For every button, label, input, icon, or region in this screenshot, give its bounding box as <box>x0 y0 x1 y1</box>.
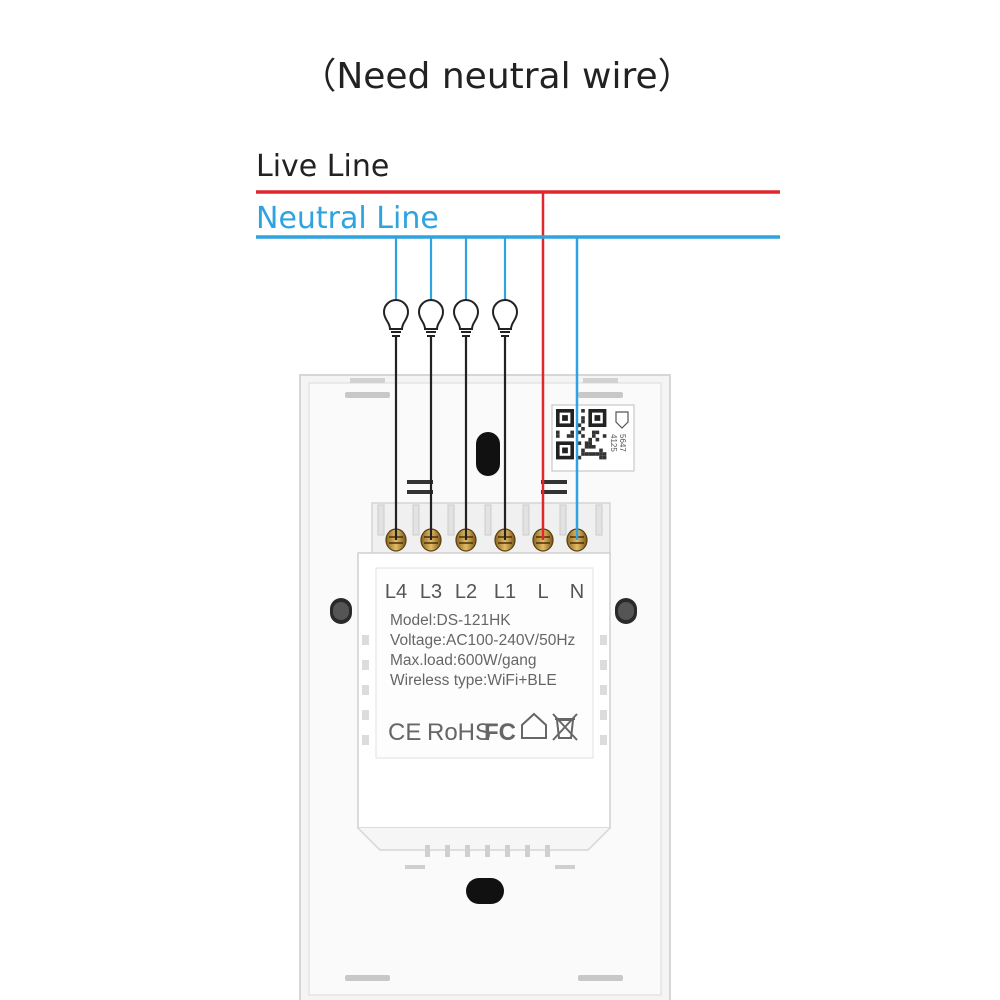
terminal-mark <box>541 480 567 484</box>
spec-label: Model:DS-121HK Voltage:AC100-240V/50HzMax… <box>390 612 575 689</box>
spec-line: Model:DS-121HK <box>390 612 511 629</box>
vent-slot <box>362 660 369 670</box>
terminal-mark <box>407 480 433 484</box>
terminal-mark <box>541 490 567 494</box>
qr-code-number: 5647 <box>618 434 627 452</box>
terminal-divider <box>522 504 530 536</box>
bottom-button-slot <box>466 878 504 904</box>
light-bulb-icon-l1 <box>491 299 519 337</box>
terminal-dividers <box>377 504 603 536</box>
light-bulb-icon-l4 <box>382 299 410 337</box>
home-badge-icon <box>615 411 629 429</box>
terminal-divider <box>484 504 492 536</box>
light-bulb-icon-l2 <box>452 299 480 337</box>
plate-slot <box>578 392 623 398</box>
side-vents <box>362 635 607 745</box>
vent-slot <box>600 685 607 695</box>
vent-slot <box>600 635 607 645</box>
terminal-label-l4: L4 <box>385 581 407 603</box>
vent-slot <box>505 845 510 857</box>
spec-line: Max.load:600W/gang <box>390 652 536 669</box>
fc-mark: FC <box>484 719 516 746</box>
household-icon <box>521 712 547 739</box>
bulbs <box>382 299 519 337</box>
neutral-line-label: Neutral Line <box>256 201 439 236</box>
diagram-title: （Need neutral wire） <box>300 56 693 97</box>
terminal-mark <box>407 490 433 494</box>
vent-slot <box>555 865 575 869</box>
terminal-divider <box>377 504 385 536</box>
ce-mark: CE <box>388 719 421 746</box>
vent-slot <box>362 710 369 720</box>
vent-slot <box>445 845 450 857</box>
terminal-label-l: L <box>537 581 548 603</box>
terminal-label-l2: L2 <box>455 581 477 603</box>
plate-slot <box>583 378 618 383</box>
switch-module-housing <box>357 552 611 869</box>
terminal-divider <box>447 504 455 536</box>
terminal-label-l3: L3 <box>420 581 442 603</box>
terminal-divider <box>559 504 567 536</box>
vent-slot <box>525 845 530 857</box>
wires <box>394 192 579 540</box>
plate-slot <box>578 975 623 981</box>
terminal-label-l1: L1 <box>494 581 516 603</box>
qr-code-number: 4125 <box>609 434 618 452</box>
vent-slot <box>485 845 490 857</box>
plate-slot <box>350 378 385 383</box>
terminal-label-n: N <box>570 581 584 603</box>
vent-slot <box>405 865 425 869</box>
vent-slot <box>465 845 470 857</box>
top-button-slot <box>476 432 500 476</box>
vent-slot <box>600 660 607 670</box>
vent-slot <box>425 845 430 857</box>
terminal-divider <box>412 504 420 536</box>
spec-line: Voltage:AC100-240V/50Hz <box>390 632 575 649</box>
vent-slot <box>362 685 369 695</box>
vent-slot <box>600 735 607 745</box>
terminal-divider <box>595 504 603 536</box>
live-line-label: Live Line <box>256 149 389 184</box>
certification-marks: CE RoHS FC <box>388 712 578 746</box>
rohs-mark: RoHS <box>427 719 491 746</box>
vent-slot <box>545 845 550 857</box>
plate-slot <box>345 392 390 398</box>
spec-line: Wireless type:WiFi+BLE <box>390 672 557 689</box>
light-bulb-icon-l3 <box>417 299 445 337</box>
weee-bin-icon <box>552 713 578 741</box>
vent-slot <box>362 635 369 645</box>
qr-label: 5647 4125 <box>551 404 635 472</box>
plate-slot <box>345 975 390 981</box>
qr-code-pattern <box>556 409 607 460</box>
vent-slot <box>600 710 607 720</box>
bottom-vents <box>405 845 575 869</box>
vent-slot <box>362 735 369 745</box>
